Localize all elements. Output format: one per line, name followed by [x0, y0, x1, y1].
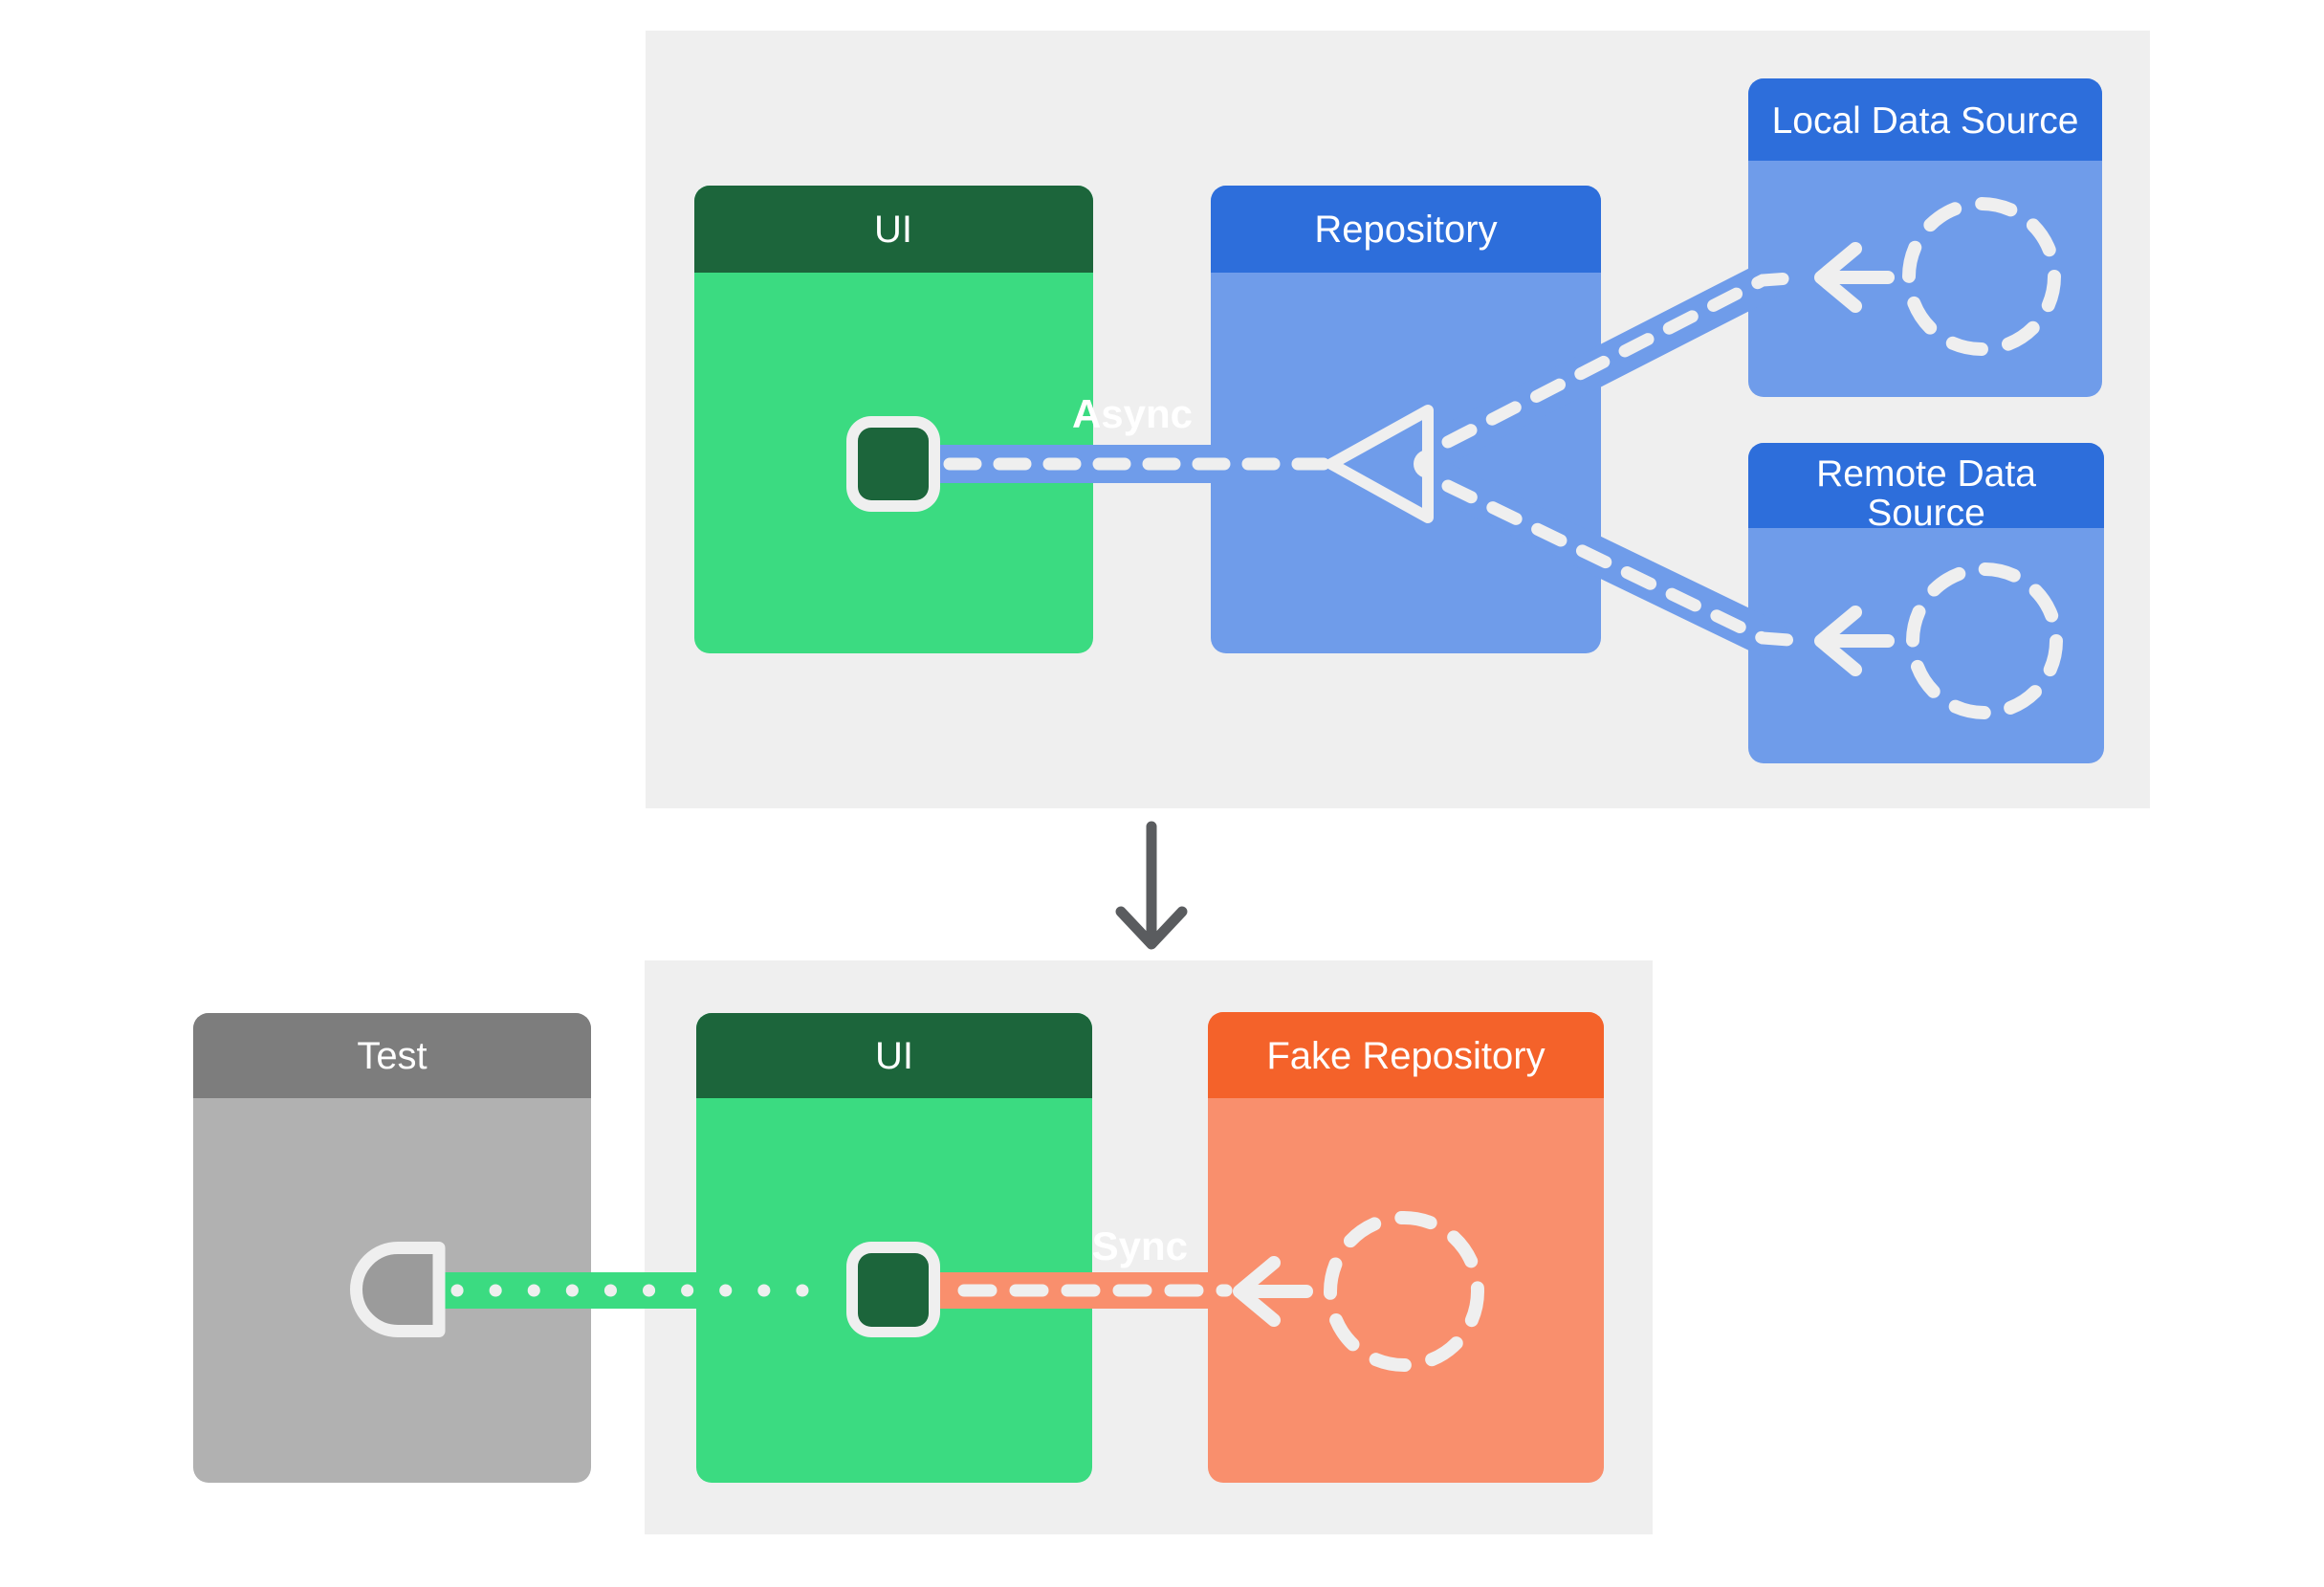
ui-box-bottom-header	[696, 1013, 1092, 1098]
ui-box-bottom-title: UI	[875, 1035, 913, 1077]
repository-inlet-triangle-icon	[1326, 405, 1434, 523]
test-box-header	[193, 1013, 591, 1098]
remote-dashed-line	[1441, 479, 1809, 648]
remote-data-source-title-line2: Source	[1867, 493, 1985, 534]
test-box-title: Test	[357, 1035, 427, 1077]
remote-data-source-circle-icon	[1906, 562, 2063, 719]
fake-repository-header	[1208, 1012, 1604, 1098]
local-data-source-box: Local Data Source	[1748, 78, 2102, 397]
ui-box-top-title: UI	[874, 209, 912, 251]
ui-plug-icon-top	[846, 416, 940, 512]
local-data-source-circle-icon	[1902, 197, 2061, 356]
test-socket-icon	[350, 1242, 446, 1337]
remote-data-source-header	[1748, 443, 2104, 528]
sync-label: Sync	[1092, 1223, 1188, 1268]
async-label: Async	[1072, 391, 1193, 436]
fake-repository-circle-icon	[1324, 1211, 1484, 1372]
ui-plug-core-bottom	[858, 1253, 929, 1327]
inlet-triangle-knob	[1414, 450, 1428, 478]
ui-box-top-header	[694, 186, 1093, 273]
remote-data-source-box: Remote Data Source	[1748, 443, 2104, 763]
flow-down-arrow-icon	[1115, 821, 1188, 950]
repository-box-title: Repository	[1314, 209, 1497, 251]
local-data-source-header	[1748, 78, 2102, 161]
repository-box-header	[1211, 186, 1601, 273]
local-data-source-title: Local Data Source	[1772, 100, 2079, 142]
local-dashed-line	[1441, 271, 1809, 449]
remote-left-arrow-icon	[1814, 606, 1895, 676]
local-left-arrow-icon	[1814, 242, 1895, 313]
fake-repository-body	[1208, 1012, 1604, 1483]
fake-repository-title: Fake Repository	[1266, 1035, 1545, 1077]
fake-repository-box: Fake Repository	[1208, 1012, 1604, 1483]
remote-data-source-title-line1: Remote Data	[1816, 453, 2036, 495]
fake-repository-left-arrow-icon	[1233, 1256, 1313, 1327]
ui-plug-icon-bottom	[846, 1242, 940, 1337]
ui-plug-core-top	[858, 428, 929, 500]
